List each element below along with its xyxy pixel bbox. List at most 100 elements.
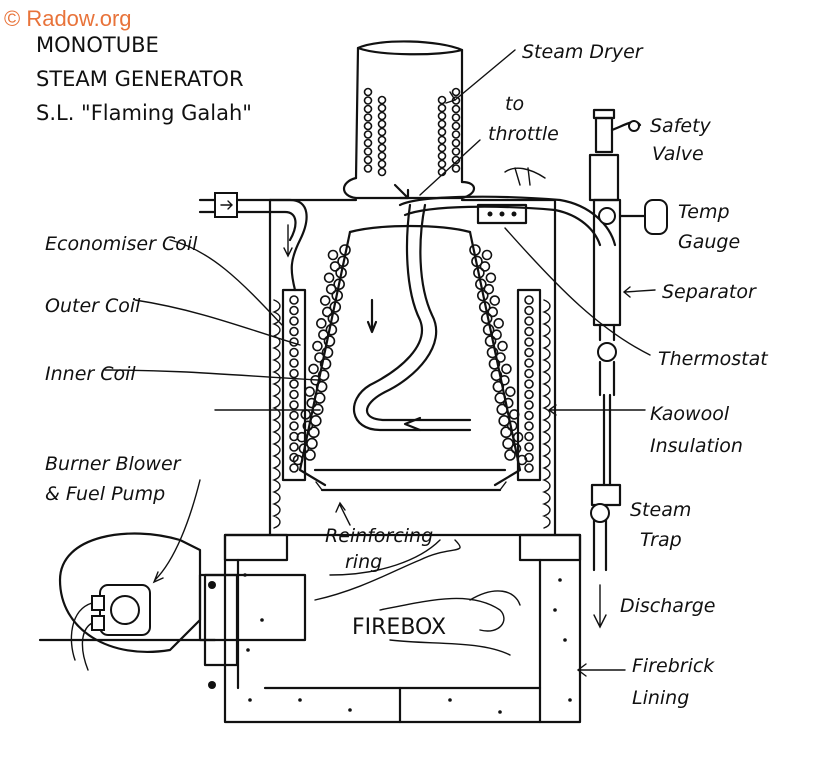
inner-cone: [298, 224, 522, 492]
outer-coil-turn: [524, 389, 534, 400]
outer-coil-turn: [524, 326, 534, 337]
inner-coil-turn: [335, 266, 347, 279]
dryer-hole: [377, 151, 387, 161]
label-safety: Safety: [650, 115, 712, 137]
inner-coil-turn: [500, 426, 512, 439]
burner-blower: [38, 532, 307, 689]
label-firebox: FIREBOX: [352, 615, 446, 640]
label-steam: Steam: [630, 499, 691, 521]
outer-coil-turn: [524, 305, 534, 316]
inner-coil-turn: [308, 426, 320, 439]
label-temp: Temp: [678, 201, 730, 223]
inner-coil-turn: [506, 420, 518, 432]
inner-coil-turn: [292, 454, 304, 466]
inner-coil: [292, 244, 528, 466]
outer-coil-turn: [524, 358, 534, 368]
outer-coil-turn: [524, 337, 534, 347]
dryer-hole: [451, 164, 461, 173]
dryer-hole: [451, 138, 461, 148]
inner-coil-turn: [317, 369, 330, 382]
dryer-hole: [451, 130, 461, 139]
dryer-hole: [377, 167, 387, 177]
inner-coil-turn: [481, 249, 493, 261]
outer-coil-turn: [524, 400, 534, 410]
inner-coil-turn: [325, 283, 337, 295]
dryer-hole: [451, 87, 461, 97]
dryer-hole: [363, 147, 373, 156]
economiser-pipe: [198, 192, 308, 292]
firebrick-speckle: [298, 698, 302, 702]
inner-coil-turn: [487, 306, 499, 318]
inner-coil-turn: [314, 352, 325, 363]
flames: [314, 539, 521, 656]
inner-coil-turn: [502, 437, 514, 450]
firebrick-speckle: [498, 710, 502, 714]
inner-coil-turn: [323, 272, 335, 284]
outer-coil-turn: [289, 400, 299, 410]
inner-coil-turn: [510, 443, 522, 454]
dryer-hole: [363, 121, 373, 131]
inner-coil-turn: [325, 323, 338, 336]
outer-coil: [281, 288, 542, 482]
separator-pipe: [393, 183, 617, 247]
dryer-hole: [377, 135, 387, 145]
dryer-hole: [451, 147, 461, 156]
dryer-hole: [363, 104, 373, 114]
outer-coil-turn: [289, 316, 299, 326]
inner-coil-turn: [492, 380, 505, 393]
dryer-hole: [437, 95, 447, 105]
outer-coil-turn: [289, 463, 299, 473]
label-throttle: throttle: [488, 123, 559, 145]
label-fuel-pump: & Fuel Pump: [45, 483, 165, 505]
dryer-hole: [363, 138, 373, 148]
inner-coil-turn: [499, 374, 510, 386]
label-kaowool: Kaowool: [650, 403, 730, 425]
dryer-hole: [377, 95, 387, 105]
inner-coil-turn: [471, 255, 483, 268]
inner-coil-turn: [495, 352, 506, 363]
inner-coil-turn: [479, 261, 491, 272]
title-line-2: STEAM GENERATOR: [36, 67, 244, 91]
outer-coil-turn: [289, 358, 299, 368]
dryer-hole: [377, 103, 387, 113]
dryer-hole: [377, 143, 387, 153]
inner-coil-turn: [469, 244, 481, 256]
inner-coil-turn: [486, 346, 499, 359]
outer-coil-turn: [524, 368, 534, 379]
inner-coil-turn: [302, 420, 314, 432]
inner-coil-turn: [321, 306, 333, 318]
firebrick-speckle: [553, 608, 557, 612]
dryer-hole: [437, 135, 447, 145]
outer-coil-turn: [524, 316, 534, 326]
dryer-hole: [363, 130, 373, 139]
outer-coil-turn: [289, 347, 299, 358]
inner-coil-turn: [473, 266, 485, 279]
inner-coil-turn: [505, 386, 516, 397]
label-inner-coil: Inner Coil: [45, 363, 136, 385]
label-separator: Separator: [662, 281, 757, 303]
inner-coil-turn: [296, 431, 308, 443]
inner-coil-turn: [508, 409, 520, 420]
dryer-hole: [363, 164, 373, 173]
outer-coil-turn: [289, 305, 299, 316]
title-line-1: MONOTUBE: [36, 33, 159, 57]
dryer-hole: [363, 113, 373, 122]
feed-tube: [352, 203, 472, 432]
outer-coil-turn: [289, 410, 299, 421]
inner-coil-turn: [485, 272, 497, 284]
steam-trap: [590, 483, 622, 629]
inner-coil-turn: [308, 363, 319, 375]
inner-coil-turn: [306, 437, 318, 450]
inner-coil-turn: [321, 346, 334, 359]
outer-coil-turn: [524, 431, 534, 442]
dryer-hole: [437, 127, 447, 137]
inner-coil-turn: [478, 301, 491, 313]
inner-coil-turn: [501, 363, 512, 375]
outer-coil-turn: [289, 442, 299, 452]
inner-coil-turn: [482, 323, 495, 336]
outer-coil-turn: [524, 421, 534, 431]
dryer-hole: [451, 113, 461, 122]
label-trap: Trap: [640, 529, 682, 551]
outer-coil-turn: [289, 295, 299, 305]
inner-coil-turn: [319, 358, 332, 370]
